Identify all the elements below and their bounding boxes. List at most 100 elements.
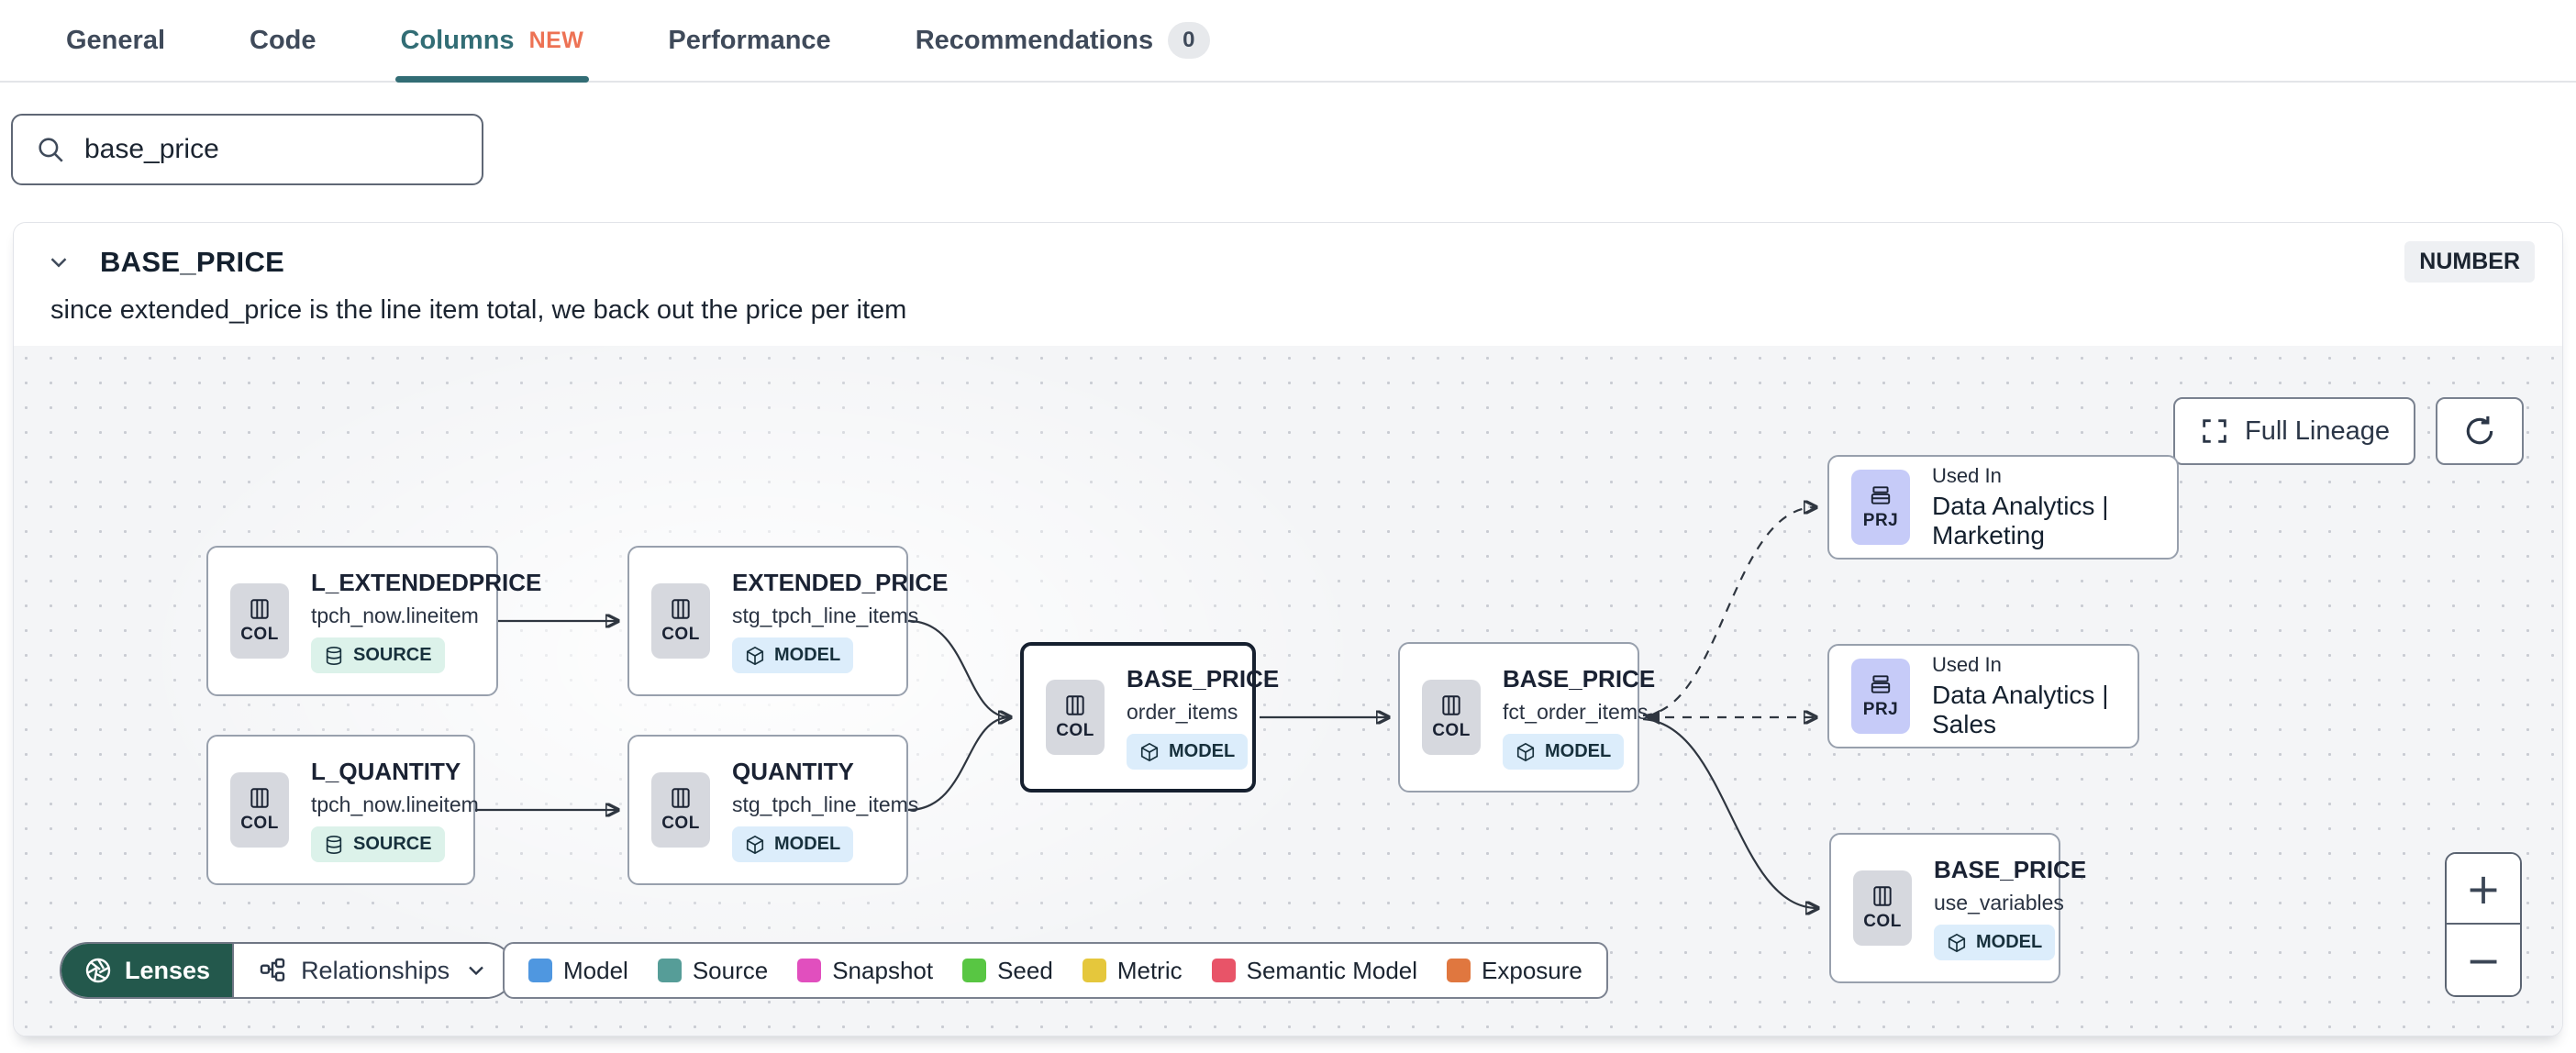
lineage-node-extended-price[interactable]: COL EXTENDED_PRICE stg_tpch_line_items M… bbox=[627, 546, 949, 696]
node-subtitle: stg_tpch_line_items bbox=[732, 604, 919, 627]
zoom-in-button[interactable]: + bbox=[2447, 854, 2520, 925]
lineage-node-used-in-sales[interactable]: PRJ Used In Data Analytics | Sales bbox=[1827, 644, 2139, 748]
node-subtitle: use_variables bbox=[1934, 891, 2064, 914]
expand-icon bbox=[2203, 419, 2226, 443]
tab-label: General bbox=[66, 25, 165, 55]
node-title: EXTENDED_PRICE bbox=[732, 569, 949, 596]
lineage-edges bbox=[475, 346, 2563, 1036]
cube-icon bbox=[746, 835, 764, 854]
column-chip: COL bbox=[1422, 680, 1481, 755]
refresh-button[interactable] bbox=[2436, 397, 2524, 465]
tab-code[interactable]: Code bbox=[250, 0, 316, 81]
columns-icon bbox=[250, 599, 269, 619]
columns-icon bbox=[1442, 695, 1460, 715]
node-subtitle: tpch_now.lineitem bbox=[311, 604, 479, 627]
chip-label: COL bbox=[1432, 721, 1471, 740]
relationships-dropdown[interactable]: Relationships bbox=[232, 944, 514, 997]
node-title: BASE_PRICE bbox=[1503, 665, 1656, 693]
badge-label: SOURCE bbox=[353, 834, 432, 854]
legend-swatch-metric bbox=[1082, 959, 1106, 982]
legend-swatch-seed bbox=[962, 959, 987, 982]
used-in-name: Data Analytics | Marketing bbox=[1932, 492, 2109, 549]
tab-performance[interactable]: Performance bbox=[668, 0, 830, 81]
chip-label: PRJ bbox=[1862, 700, 1899, 719]
columns-icon bbox=[1066, 695, 1084, 715]
refresh-icon bbox=[2466, 416, 2493, 445]
column-header: BASE_PRICE NUMBER since extended_price i… bbox=[14, 223, 2562, 333]
badge-label: MODEL bbox=[774, 645, 841, 665]
cube-icon bbox=[746, 646, 764, 665]
column-chip: COL bbox=[651, 583, 710, 659]
resource-badge: SOURCE bbox=[311, 637, 445, 673]
node-title: BASE_PRICE bbox=[1934, 856, 2087, 883]
tab-label: Performance bbox=[668, 25, 831, 55]
zoom-controls: + − bbox=[2445, 852, 2522, 997]
database-icon bbox=[326, 646, 342, 665]
badge-label: MODEL bbox=[1545, 741, 1612, 761]
legend-swatch-exposure bbox=[1447, 959, 1471, 982]
lenses-button[interactable]: Lenses bbox=[61, 944, 233, 997]
used-in-label: Used In bbox=[1932, 653, 2002, 676]
column-search[interactable] bbox=[11, 114, 483, 185]
chip-label: COL bbox=[240, 814, 279, 833]
column-description: since extended_price is the line item to… bbox=[50, 295, 907, 325]
chip-label: COL bbox=[1863, 912, 1902, 931]
project-chip: PRJ bbox=[1851, 659, 1910, 734]
legend-label: Exposure bbox=[1482, 956, 1582, 984]
legend-swatch-semantic-model bbox=[1211, 959, 1236, 982]
column-type-badge: NUMBER bbox=[2404, 241, 2535, 283]
search-input[interactable] bbox=[84, 134, 460, 165]
tab-bar: General Code Columns NEW Performance Rec… bbox=[0, 0, 2576, 83]
lens-toolbar: Lenses Relationships bbox=[60, 942, 516, 999]
columns-icon bbox=[250, 788, 269, 808]
legend-item: Metric bbox=[1082, 956, 1183, 985]
lineage-canvas[interactable]: Full Lineage COL L_EXTENDEDPRICE tpch_no… bbox=[14, 346, 2562, 1036]
node-subtitle: stg_tpch_line_items bbox=[732, 793, 919, 816]
column-chip: COL bbox=[230, 583, 289, 659]
tab-general[interactable]: General bbox=[66, 0, 165, 81]
columns-icon bbox=[672, 788, 690, 808]
node-subtitle: order_items bbox=[1127, 700, 1238, 724]
cube-icon bbox=[1948, 933, 1966, 952]
full-lineage-button[interactable]: Full Lineage bbox=[2173, 397, 2415, 465]
lineage-node-l-extendedprice[interactable]: COL L_EXTENDEDPRICE tpch_now.lineitem SO… bbox=[206, 546, 541, 696]
column-chip: COL bbox=[1853, 870, 1912, 946]
tab-label: Code bbox=[250, 25, 316, 55]
badge-label: MODEL bbox=[1169, 741, 1236, 761]
node-title: QUANTITY bbox=[732, 758, 854, 785]
lineage-node-used-in-marketing[interactable]: PRJ Used In Data Analytics | Marketing bbox=[1827, 455, 2179, 560]
legend-label: Source bbox=[692, 956, 769, 984]
column-panel: BASE_PRICE NUMBER since extended_price i… bbox=[13, 222, 2563, 1036]
legend-swatch-model bbox=[528, 959, 552, 982]
chip-label: COL bbox=[661, 625, 700, 644]
aperture-icon bbox=[85, 958, 111, 983]
lineage-node-base-price-fct-order-items[interactable]: COL BASE_PRICE fct_order_items MODEL bbox=[1398, 642, 1655, 793]
node-title: BASE_PRICE bbox=[1127, 665, 1280, 693]
full-lineage-label: Full Lineage bbox=[2245, 416, 2390, 446]
project-chip: PRJ bbox=[1851, 470, 1910, 545]
search-row bbox=[0, 83, 2576, 185]
badge-label: MODEL bbox=[774, 834, 841, 854]
lineage-node-base-price-use-variables[interactable]: COL BASE_PRICE use_variables MODEL bbox=[1829, 833, 2086, 983]
tab-recommendations[interactable]: Recommendations 0 bbox=[916, 0, 1210, 81]
lineage-node-l-quantity[interactable]: COL L_QUANTITY tpch_now.lineitem SOURCE bbox=[206, 735, 479, 885]
legend-label: Snapshot bbox=[832, 956, 934, 984]
tab-label: Recommendations bbox=[915, 25, 1154, 55]
legend-item: Source bbox=[657, 956, 769, 985]
legend-swatch-snapshot bbox=[797, 959, 822, 982]
legend-item: Seed bbox=[962, 957, 1053, 985]
cube-icon bbox=[1516, 742, 1535, 761]
lineage-node-quantity[interactable]: COL QUANTITY stg_tpch_line_items MODEL bbox=[627, 735, 918, 885]
badge-label: MODEL bbox=[1976, 932, 2043, 952]
legend-label: Metric bbox=[1116, 956, 1183, 984]
node-type-legend: Model Source Snapshot Seed Metric Semant… bbox=[503, 942, 1608, 999]
legend-label: Semantic Model bbox=[1246, 956, 1418, 984]
zoom-out-button[interactable]: − bbox=[2447, 925, 2520, 995]
column-chip: COL bbox=[230, 772, 289, 848]
tab-columns[interactable]: Columns NEW bbox=[394, 0, 590, 83]
lineage-node-base-price-order-items-selected[interactable]: COL BASE_PRICE order_items MODEL bbox=[1020, 642, 1279, 793]
collapse-chevron-icon[interactable] bbox=[41, 245, 76, 280]
resource-badge: MODEL bbox=[1934, 925, 2056, 960]
used-in-name: Data Analytics | Sales bbox=[1932, 681, 2109, 738]
